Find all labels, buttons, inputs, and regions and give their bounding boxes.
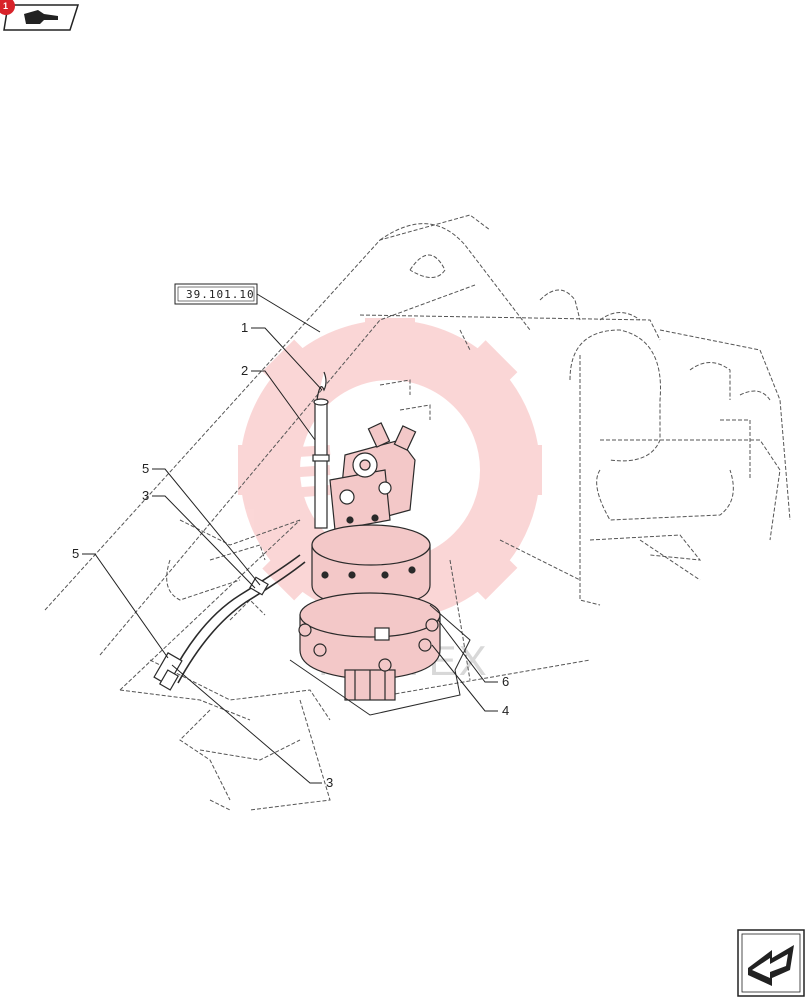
callout-label-5-upper: 5 [142,461,149,476]
callout-5-upper: 5 [142,461,261,586]
machine-frame [44,214,791,811]
reference-box[interactable]: 39.101.10 [174,283,258,305]
callout-label-5-lower: 5 [72,546,79,561]
callout-3-lower: 3 [171,664,333,790]
next-page-arrow-icon [748,945,794,986]
pointing-hand-icon [24,10,58,24]
hose-fitting-lower [153,652,183,691]
callout-label-6: 6 [502,674,509,689]
reference-box-label: 39.101.10 [186,288,255,301]
callout-5-lower: 5 [72,546,169,659]
callout-4: 4 [431,644,509,718]
hose [169,554,306,684]
callout-label-4: 4 [502,703,509,718]
callout-label-2: 2 [241,363,248,378]
swing-motor-valve [329,422,417,531]
callout-1: 1 [241,320,323,391]
callout-2: 2 [241,363,316,441]
swing-reduction-gear [298,592,441,701]
mounting-plate [289,604,471,716]
corner-badge-label: 1 [3,1,8,11]
callout-3-upper: 3 [142,488,256,589]
corner-badge: 1 [0,0,15,15]
level-gauge-tube [312,371,330,529]
callout-label-3-upper: 3 [142,488,149,503]
hose-clamp-upper [249,576,269,596]
callout-label-3-lower: 3 [326,775,333,790]
callout-6: 6 [437,619,509,689]
swing-motor-body [311,524,431,606]
next-page-button[interactable] [737,929,805,997]
callout-label-1: 1 [241,320,248,335]
reference-leader [256,293,321,333]
top-left-nav[interactable] [3,4,80,31]
